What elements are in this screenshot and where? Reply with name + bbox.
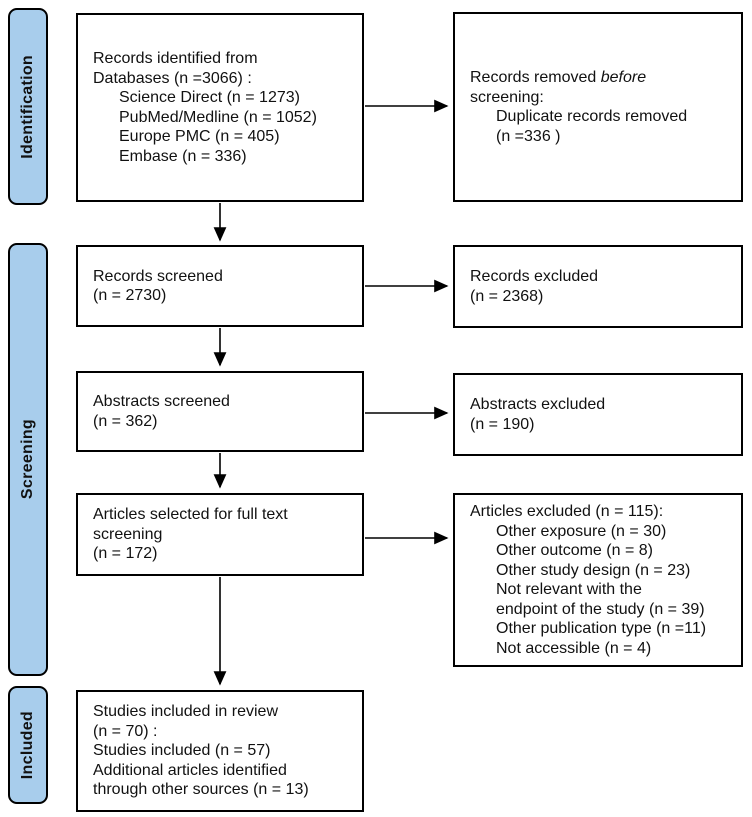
box-line: (n = 362) xyxy=(93,412,158,430)
stage-bar-screening: Screening xyxy=(8,243,48,676)
box-line: (n = 70) : xyxy=(93,722,158,740)
stage-label-screening: Screening xyxy=(19,419,36,500)
box-line: Articles excluded (n = 115): xyxy=(470,503,664,520)
box-abstracts-screened: Abstracts screened (n = 362) xyxy=(76,371,364,452)
box-line: screening: xyxy=(470,88,544,106)
box-line: Articles selected for full text xyxy=(93,506,288,524)
box-line: (n = 190) xyxy=(470,415,535,433)
box-line: Records screened xyxy=(93,267,223,285)
box-line: Other study design (n = 23) xyxy=(496,561,691,579)
stage-bar-identification: Identification xyxy=(8,8,48,205)
box-line: Europe PMC (n = 405) xyxy=(119,128,280,145)
box-line: Abstracts screened xyxy=(93,393,230,410)
box-records-screened: Records screened (n = 2730) xyxy=(76,245,364,327)
box-articles-selected: Articles selected for full text screenin… xyxy=(76,493,364,576)
box-line: Duplicate records removed xyxy=(496,108,688,125)
box-line: Databases (n =3066) : xyxy=(93,69,252,87)
box-line: through other sources (n = 13) xyxy=(93,781,309,799)
box-line: Records removed before xyxy=(470,68,733,88)
box-line-text: Records removed xyxy=(470,69,601,86)
box-line: Science Direct (n = 1273) xyxy=(119,89,300,106)
box-line: (n =336 ) xyxy=(496,127,561,145)
box-line-italic: before xyxy=(600,69,647,86)
box-line: Studies included (n = 57) xyxy=(93,742,271,760)
box-line: screening xyxy=(93,525,163,543)
box-articles-excluded: Articles excluded (n = 115): Other expos… xyxy=(453,493,743,667)
box-line: PubMed/Medline (n = 1052) xyxy=(119,108,317,126)
box-line: (n = 2730) xyxy=(93,287,167,304)
box-line: Embase (n = 336) xyxy=(119,147,247,165)
box-records-identified: Records identified from Databases (n =30… xyxy=(76,13,364,202)
box-line: (n = 2368) xyxy=(470,287,544,305)
box-line: Not relevant with the xyxy=(496,581,642,598)
box-line: Records identified from xyxy=(93,50,258,67)
stage-bar-included: Included xyxy=(8,686,48,804)
box-line: Additional articles identified xyxy=(93,761,287,779)
box-line: Other outcome (n = 8) xyxy=(496,542,653,559)
stage-label-identification: Identification xyxy=(19,54,36,159)
box-line: (n = 172) xyxy=(93,545,158,563)
box-line: Other exposure (n = 30) xyxy=(496,522,667,540)
box-line: Other publication type (n =11) xyxy=(496,620,707,637)
stage-label-included: Included xyxy=(19,710,36,780)
box-studies-included: Studies included in review (n = 70) : St… xyxy=(76,690,364,812)
box-records-removed: Records removed before screening: Duplic… xyxy=(453,12,743,202)
box-line: Not accessible (n = 4) xyxy=(496,639,652,657)
box-line: Records excluded xyxy=(470,268,599,285)
box-records-excluded: Records excluded (n = 2368) xyxy=(453,245,743,328)
box-line: Studies included in review xyxy=(93,703,278,721)
box-abstracts-excluded: Abstracts excluded (n = 190) xyxy=(453,373,743,456)
box-line: Abstracts excluded xyxy=(470,396,606,413)
box-line: endpoint of the study (n = 39) xyxy=(496,600,705,618)
